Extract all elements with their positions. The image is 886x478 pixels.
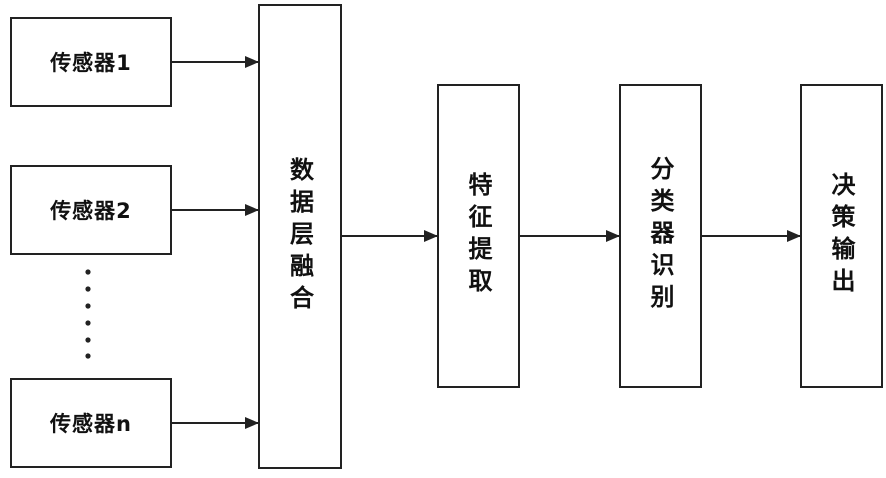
- ellipsis-dot: [85, 303, 91, 309]
- data-fusion-box: 数据层融合: [258, 4, 342, 469]
- classifier-box: 分类器识别: [619, 84, 702, 388]
- sensor-1-box: 传感器1: [10, 17, 172, 107]
- classifier-label: 分类器识别: [646, 156, 674, 316]
- feature-extraction-box: 特征提取: [437, 84, 520, 388]
- decision-output-box: 决策输出: [800, 84, 883, 388]
- sensor-2-box: 传感器2: [10, 165, 172, 255]
- sensor-1-label: 传感器1: [50, 51, 132, 75]
- data-fusion-label: 数据层融合: [285, 156, 314, 317]
- ellipsis-dot: [85, 269, 91, 275]
- ellipsis-dot: [85, 286, 91, 292]
- ellipsis-dot: [85, 353, 91, 359]
- ellipsis-dot: [85, 320, 91, 326]
- decision-output-label: 决策输出: [827, 172, 855, 300]
- sensor-2-label: 传感器2: [50, 199, 132, 223]
- sensor-n-box: 传感器n: [10, 378, 172, 468]
- feature-extraction-label: 特征提取: [464, 172, 492, 300]
- ellipsis-dot: [85, 337, 91, 343]
- sensor-n-label: 传感器n: [50, 412, 132, 436]
- ellipsis-dots: [85, 269, 91, 359]
